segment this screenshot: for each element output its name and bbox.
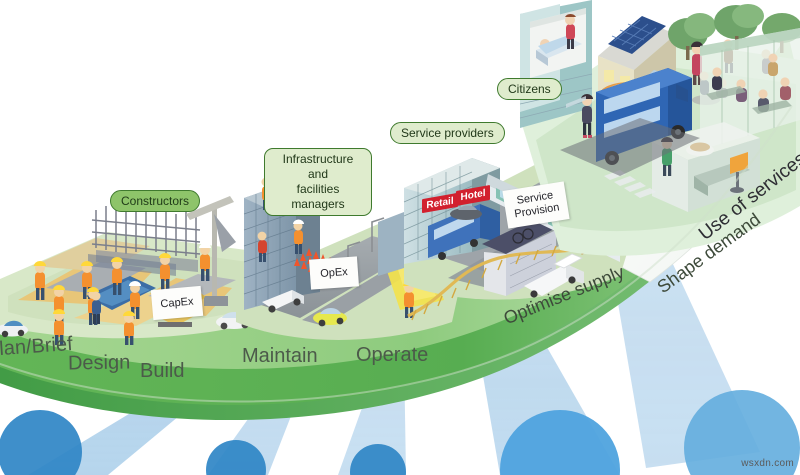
construction-workers xyxy=(34,243,211,345)
home-interior xyxy=(652,122,760,212)
lorry xyxy=(524,264,584,298)
label-service-providers[interactable]: Service providers xyxy=(390,122,505,144)
sign-capex: CapEx xyxy=(150,285,204,321)
stage-build: Build xyxy=(140,360,185,382)
plaza-car xyxy=(450,205,482,220)
scene-construction-site xyxy=(0,196,274,345)
stage-operate: Operate xyxy=(356,344,429,366)
label-constructors[interactable]: Constructors xyxy=(110,190,201,212)
sign-opex: OpEx xyxy=(309,256,359,290)
label-infrastructure-facilities-managers[interactable]: Infrastructure and facilities managers xyxy=(264,148,372,216)
stage-maintain: Maintain xyxy=(242,345,318,367)
blue-car xyxy=(0,320,28,338)
hospital-building xyxy=(519,0,593,128)
crane xyxy=(186,196,236,306)
steel-frame xyxy=(91,206,201,258)
label-citizens[interactable]: Citizens xyxy=(497,78,562,100)
bus-stop xyxy=(566,94,593,138)
watermark: wsxdn.com xyxy=(741,458,794,469)
pedestrian-mid xyxy=(91,291,101,324)
stage-design: Design xyxy=(67,351,131,375)
label-line-1: Infrastructure and xyxy=(282,152,354,181)
taxi xyxy=(313,308,347,327)
connection-nodes xyxy=(0,390,800,475)
trailer xyxy=(553,253,583,269)
delivery-van xyxy=(262,290,304,313)
label-line-2: facilities managers xyxy=(291,182,345,211)
television xyxy=(730,152,748,193)
transport-lounge xyxy=(700,28,800,150)
scene-citizens xyxy=(519,0,800,256)
